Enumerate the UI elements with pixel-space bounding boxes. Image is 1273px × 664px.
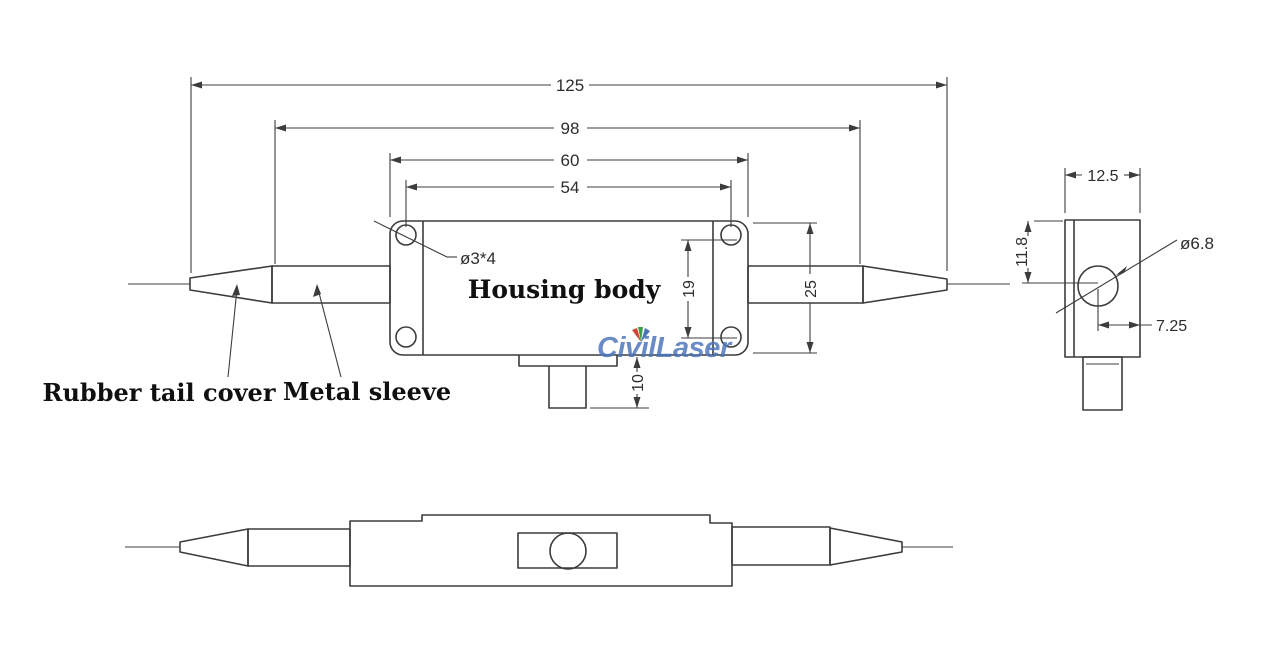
- arrowhead: [390, 156, 401, 164]
- dim-hole-center-offset: 7.25: [1097, 289, 1187, 335]
- dim-hole-spacing-vertical: 19: [681, 239, 737, 339]
- side-view: 12.5 11.8 ø6.8 7.25: [1014, 168, 1214, 411]
- metal-sleeve-label: Metal sleeve: [283, 377, 451, 406]
- dim-hole-center-height-text: 11.8: [1014, 237, 1031, 267]
- dim-overall-length-text: 125: [556, 76, 584, 95]
- arrowhead: [1098, 321, 1109, 329]
- rubber-tail-cover-left-shape: [179, 528, 249, 567]
- dim-hole-center-offset-text: 7.25: [1156, 318, 1187, 335]
- arrowhead: [1116, 266, 1127, 275]
- arrowhead: [806, 342, 814, 353]
- connector-stub: [548, 366, 587, 409]
- rubber-tail-cover-label: Rubber tail cover: [43, 378, 276, 407]
- arrowhead: [1024, 221, 1032, 232]
- dim-side-body-width-text: 12.5: [1087, 168, 1118, 185]
- metal-sleeve-right-shape: [731, 526, 831, 566]
- dim-hole-spacing-horizontal-text: 54: [561, 178, 580, 197]
- arrowhead: [633, 357, 641, 368]
- dim-sleeve-span: 98: [274, 119, 861, 264]
- housing-profile: [349, 514, 733, 587]
- mounting-hole-spec-text: ø3*4: [460, 249, 496, 268]
- arrowhead: [806, 223, 814, 234]
- mounting-hole-bottom-left: [395, 326, 417, 348]
- rubber-tail-cover-right-shape: [829, 527, 903, 566]
- dim-flange-length: 60: [389, 151, 749, 217]
- dim-hole-center-height: 11.8: [1014, 220, 1098, 284]
- leader-line: [227, 288, 238, 378]
- dim-flange-width: 25: [753, 222, 820, 354]
- connector-circle: [549, 532, 587, 570]
- dim-hole-spacing-horizontal: 54: [405, 178, 732, 227]
- leader-line: [1055, 239, 1178, 314]
- housing-body-label: Housing body: [468, 275, 662, 304]
- top-view: [128, 220, 1010, 409]
- dim-hole-diameter: ø6.8: [1055, 234, 1214, 314]
- arrowhead: [1024, 272, 1032, 283]
- watermark-fan-green: [638, 327, 643, 342]
- arrowhead: [275, 124, 286, 132]
- arrowhead: [1129, 321, 1140, 329]
- dim-flange-width-text: 25: [803, 280, 820, 298]
- arrowhead: [406, 183, 417, 191]
- dim-sleeve-span-text: 98: [561, 119, 580, 138]
- watermark-fan-blue: [641, 328, 650, 342]
- mounting-hole-top-left: [395, 224, 417, 246]
- metal-sleeve-left-shape: [247, 528, 351, 567]
- watermark-fan-red: [632, 328, 641, 342]
- watermark-text: CivilLaser: [597, 332, 733, 364]
- arrowhead: [1065, 171, 1076, 179]
- arrowhead: [1129, 171, 1140, 179]
- dim-connector-protrusion: 10: [590, 357, 649, 409]
- dim-hole-spacing-vertical-text: 19: [681, 280, 698, 298]
- arrowhead: [232, 284, 240, 296]
- arrowhead: [936, 81, 947, 89]
- dim-connector-protrusion-text: 10: [630, 374, 647, 392]
- connector-window: [517, 532, 618, 569]
- arrowhead: [191, 81, 202, 89]
- mounting-hole-top-right: [720, 224, 742, 246]
- side-body: [1064, 219, 1141, 358]
- callout-mounting-hole: ø3*4: [373, 220, 496, 268]
- mounting-hole-bottom-right: [720, 326, 742, 348]
- dim-flange-length-text: 60: [561, 151, 580, 170]
- metal-sleeve-left-shape: [271, 265, 391, 304]
- bottom-view: [125, 514, 953, 587]
- arrowhead: [720, 183, 731, 191]
- leader-line: [373, 220, 448, 258]
- arrowhead: [737, 156, 748, 164]
- label-metal-sleeve: Metal sleeve: [283, 284, 451, 406]
- dim-side-body-width: 12.5: [1064, 168, 1141, 213]
- rubber-tail-cover-right-shape: [862, 265, 948, 304]
- rubber-tail-cover-left-shape: [189, 265, 273, 304]
- label-rubber-tail-cover: Rubber tail cover: [43, 284, 276, 407]
- arrowhead: [684, 240, 692, 251]
- arrowhead: [633, 397, 641, 408]
- connector-tab: [518, 355, 618, 367]
- dim-overall-length: 125: [190, 76, 948, 273]
- watermark: CivilLaser: [597, 327, 733, 364]
- leader-line: [317, 288, 342, 378]
- arrowhead: [684, 327, 692, 338]
- label-housing-body: Housing body: [468, 275, 662, 304]
- side-connector-stub: [1082, 356, 1123, 411]
- dim-hole-diameter-text: ø6.8: [1180, 234, 1214, 253]
- housing-flange: [389, 220, 749, 356]
- arrowhead: [849, 124, 860, 132]
- arrowhead: [313, 284, 321, 297]
